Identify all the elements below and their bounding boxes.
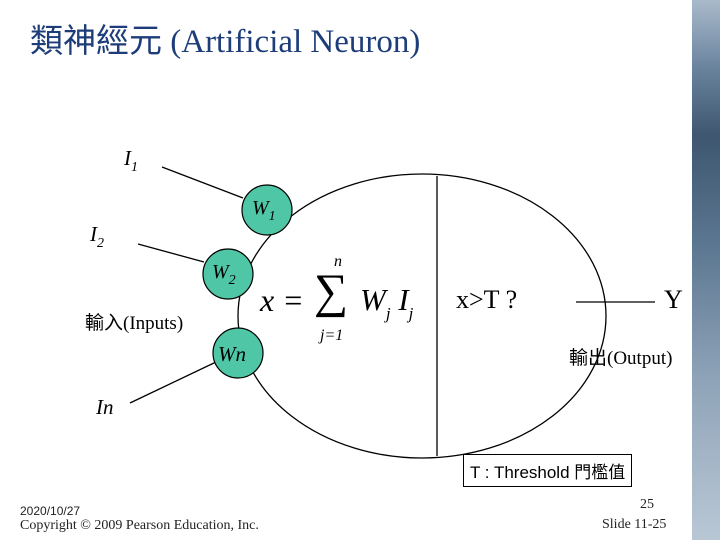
inputs-caption: 輸入(Inputs) [85,308,183,335]
input-label-2: I2 [90,222,104,247]
threshold-test: x>T ? [456,285,517,315]
input-label-1: I1 [124,146,138,171]
weight-label-1: W1 [252,197,276,220]
threshold-box: T : Threshold 門檻值 [463,454,632,487]
weight-label-2: W2 [212,261,236,284]
footer-page-number: 25 [640,497,654,513]
input-line-2 [138,244,204,262]
input-line-n [130,362,216,403]
output-caption: 輸出(Output) [569,343,672,370]
formula-sum-symbol: ∑ [314,268,348,316]
formula-term: Wj Ij [360,282,413,318]
input-line-1 [162,167,243,198]
footer-date: 2020/10/27 [20,504,80,518]
output-label: Y [664,285,683,315]
formula-sum-bottom: j=1 [320,327,343,345]
footer-copyright: Copyright © 2009 Pearson Education, Inc. [20,518,259,534]
formula-lhs: x = [260,282,304,319]
input-label-n: In [96,395,114,420]
weight-label-n: Wn [218,342,246,367]
footer-slide-label: Slide 11-25 [602,517,666,533]
